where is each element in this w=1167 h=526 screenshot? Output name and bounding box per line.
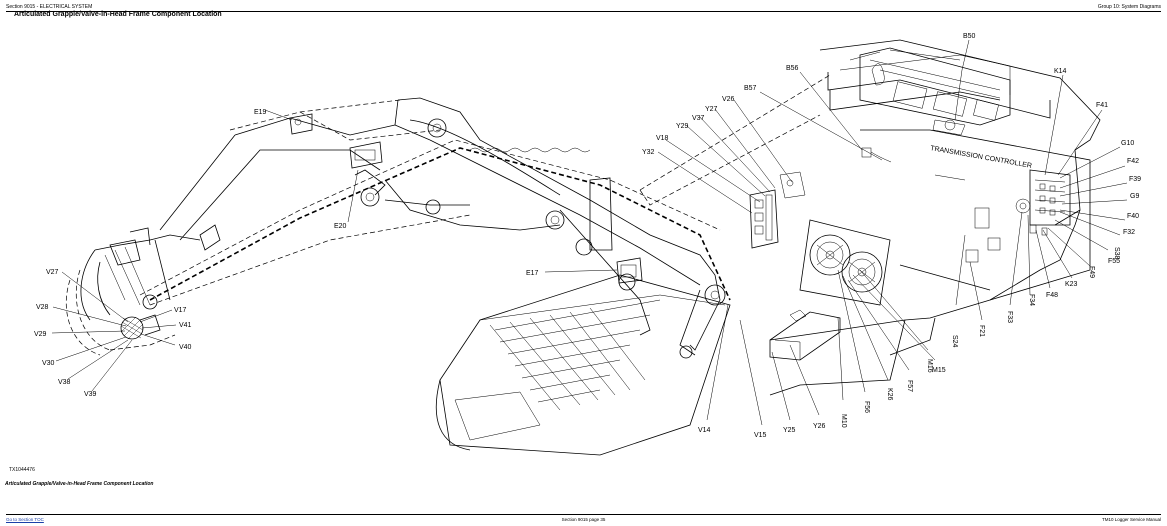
label-f57: F57 (906, 380, 913, 392)
label-v15: V15 (754, 432, 767, 439)
label-f33: F33 (1006, 311, 1013, 323)
footer-rule (6, 514, 1161, 515)
label-f34: F34 (1028, 294, 1035, 306)
label-f56: F56 (863, 401, 870, 413)
label-g9: G9 (1130, 193, 1139, 200)
header-section: Section 9015 - ELECTRICAL SYSTEM (6, 4, 93, 10)
label-e17: E17 (526, 270, 539, 277)
label-y29: Y29 (676, 123, 689, 130)
header-rule (6, 11, 1161, 12)
label-f48: F48 (1046, 292, 1058, 299)
label-e19: E19 (254, 109, 267, 116)
component-location-diagram: TRANSMISSION CONTROLLER (34, 33, 1141, 456)
label-v41: V41 (179, 322, 192, 329)
svg-text:TRANSMISSION CONTROLLER: TRANSMISSION CONTROLLER (930, 145, 1033, 170)
page-title: Articulated Grapple/Valve-in-Head Frame … (14, 11, 222, 18)
label-v14: V14 (698, 427, 711, 434)
label-f55: F55 (1108, 258, 1120, 265)
label-v40: V40 (179, 344, 192, 351)
label-f42: F42 (1127, 158, 1139, 165)
header-group: Group 10: System Diagrams (1097, 4, 1161, 10)
label-s38: S38 (1113, 247, 1120, 260)
machine-frame: TRANSMISSION CONTROLLER (639, 39, 1101, 396)
page-header: Section 9015 - ELECTRICAL SYSTEM Group 1… (6, 3, 1161, 11)
label-f39: F39 (1129, 176, 1141, 183)
label-v28: V28 (36, 304, 49, 311)
toc-link[interactable]: Go to Section TOC (6, 517, 44, 522)
label-v26: V26 (722, 96, 735, 103)
label-f21: F21 (978, 325, 985, 337)
label-f32: F32 (1123, 229, 1135, 236)
label-v38: V38 (58, 379, 71, 386)
rotator-hatch (120, 316, 144, 340)
manual-title: TM10 Logger Service Manual (1101, 517, 1161, 522)
label-y32: Y32 (642, 149, 655, 156)
label-k14: K14 (1054, 68, 1067, 75)
label-b50: B50 (963, 33, 976, 40)
figure-id: TX1044476 (9, 467, 35, 473)
label-f40: F40 (1127, 213, 1139, 220)
label-k23: K23 (1065, 281, 1078, 288)
label-v37: V37 (692, 115, 705, 122)
label-v29: V29 (34, 331, 47, 338)
label-m16: M16 (926, 359, 933, 373)
label-m15: M15 (932, 367, 946, 374)
label-v30: V30 (42, 360, 55, 367)
boom-arm (139, 97, 731, 359)
label-y26: Y26 (813, 423, 826, 430)
label-y25: Y25 (783, 427, 796, 434)
label-y27: Y27 (705, 106, 718, 113)
label-b57: B57 (744, 85, 757, 92)
label-v39: V39 (84, 391, 97, 398)
label-e20: E20 (334, 223, 347, 230)
label-k26: K26 (886, 388, 893, 401)
label-g10: G10 (1121, 140, 1134, 147)
leader-lines (51, 39, 1128, 426)
page-footer: Go to Section TOC Section 9015 page 35 T… (6, 516, 1161, 524)
undercarriage (435, 274, 731, 456)
label-v17: V17 (174, 307, 187, 314)
label-v27: V27 (46, 269, 59, 276)
label-v18: V18 (656, 135, 669, 142)
figure-caption: Articulated Grapple/Valve-in-Head Frame … (5, 481, 154, 487)
page-number: Section 9015 page 35 (561, 517, 606, 522)
label-b56: B56 (786, 65, 799, 72)
label-m10: M10 (840, 414, 847, 428)
label-s24: S24 (951, 335, 958, 348)
label-f41: F41 (1096, 102, 1108, 109)
callout-labels: B50 B56 B57 K14 F41 G10 F42 F39 G9 F40 F… (34, 33, 1141, 439)
grapple-head (66, 227, 201, 356)
label-f49: F49 (1088, 266, 1095, 278)
